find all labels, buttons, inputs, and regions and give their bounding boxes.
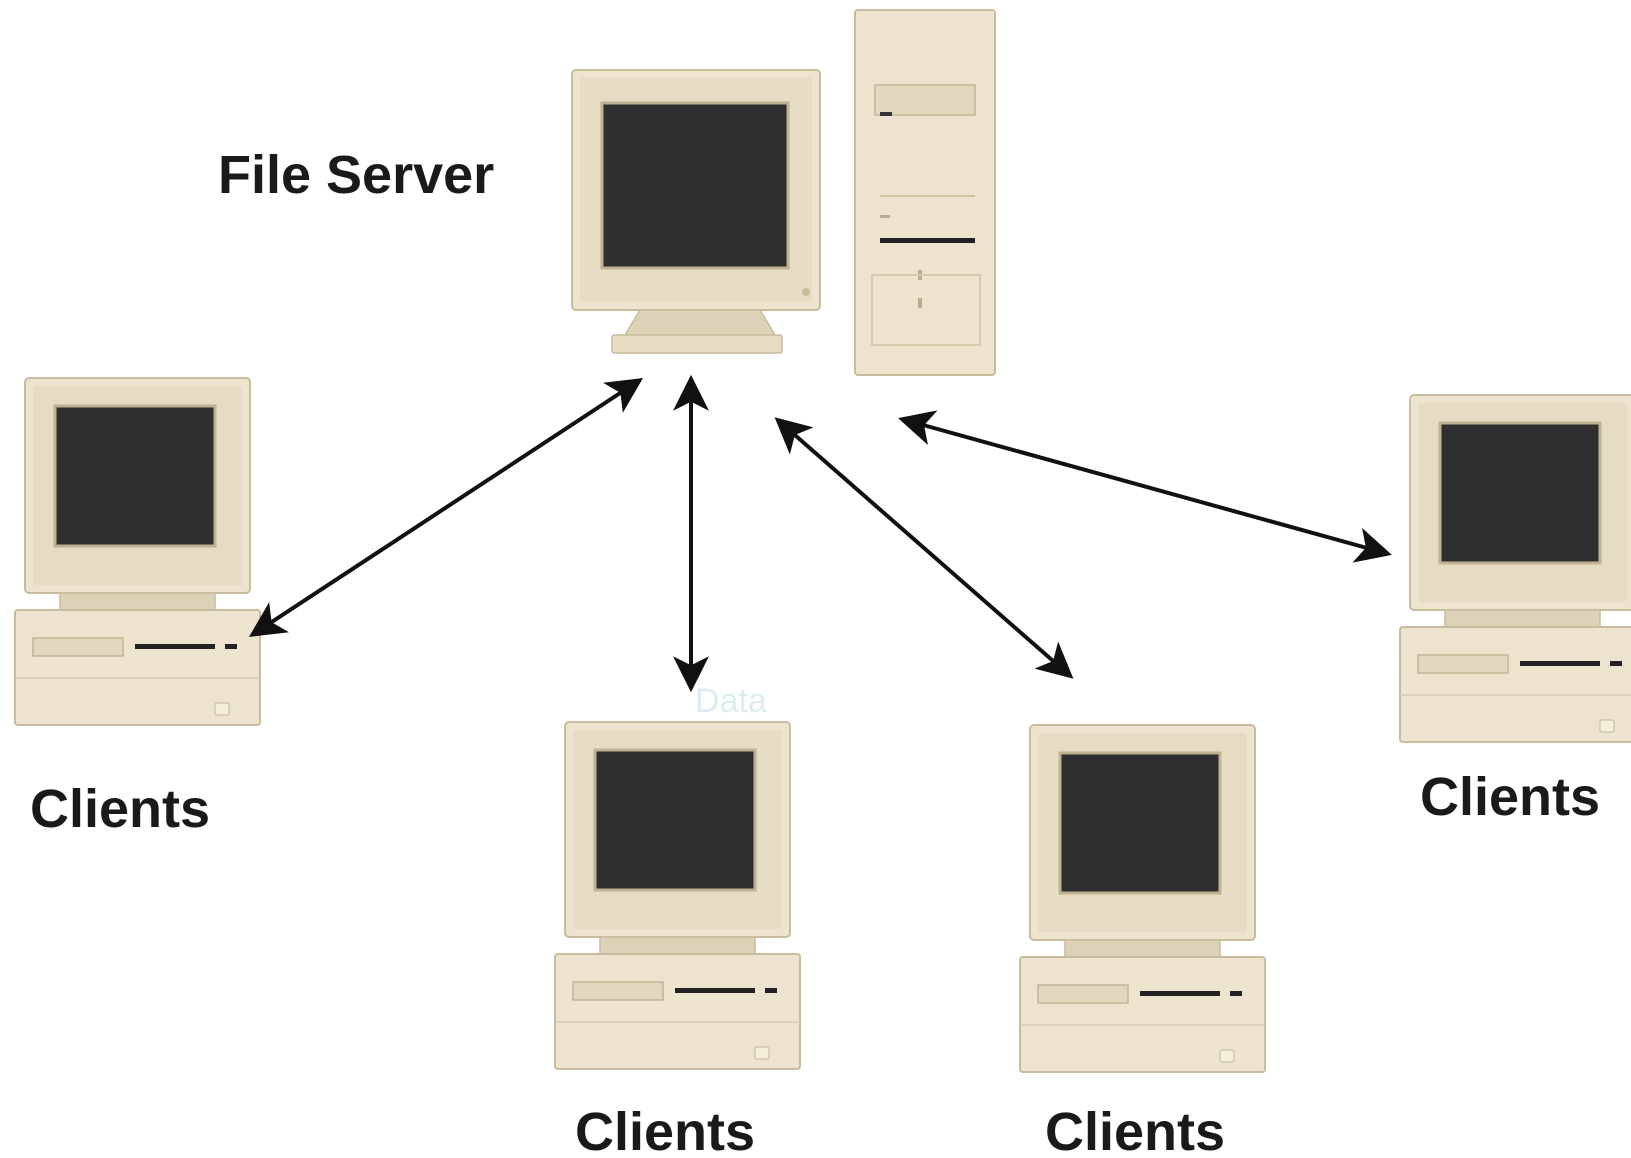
watermark-text: Data [695,682,767,720]
connection-arrow [898,410,1392,563]
connection-arrow [774,417,1074,679]
client-computer-icon [1398,393,1631,744]
client-computer-icon [13,376,262,727]
file-server-icon [571,9,996,376]
client-label: Clients [1420,767,1600,827]
client-label: Clients [30,779,210,839]
server-label: File Server [218,145,494,205]
connection-arrow [248,378,644,637]
client-computer-icon [1018,723,1267,1074]
client-label: Clients [1045,1102,1225,1158]
client-label: Clients [575,1102,755,1158]
client-computer-icon [553,720,802,1071]
connections [248,374,1392,693]
